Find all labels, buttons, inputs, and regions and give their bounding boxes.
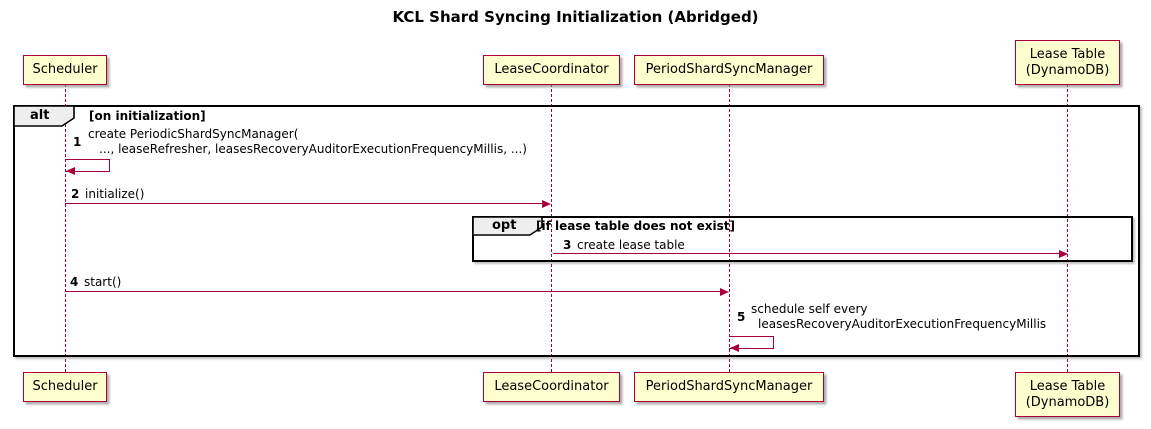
message-1-text-line2: ..., leaseRefresher, leasesRecoveryAudit… xyxy=(99,142,527,156)
opt-condition-label: [if lease table does not exist] xyxy=(536,219,736,233)
message-3-text: create lease table xyxy=(577,238,685,252)
message-2-arrowhead-icon xyxy=(542,199,551,208)
message-1-text-line1: create PeriodicShardSyncManager( xyxy=(88,127,299,141)
participant-period-shard-sync-manager-top: PeriodShardSyncManager xyxy=(634,55,824,85)
opt-frame-pentagon-icon xyxy=(472,216,543,240)
participant-lease-table-bottom: Lease Table (DynamoDB) xyxy=(1015,372,1120,417)
lifeline-lease-table xyxy=(1067,84,1068,372)
alt-frame: alt [on initialization] xyxy=(13,105,1140,357)
message-3-arrowhead-icon xyxy=(1059,249,1068,258)
message-5-self-arrow xyxy=(729,336,774,349)
alt-operator-label: alt xyxy=(30,108,50,123)
participant-lease-table-top: Lease Table (DynamoDB) xyxy=(1015,40,1120,85)
participant-period-shard-sync-manager-label: PeriodShardSyncManager xyxy=(645,62,813,77)
message-2-text: initialize() xyxy=(85,187,145,201)
message-4-arrowhead-icon xyxy=(720,287,729,296)
lifeline-scheduler xyxy=(65,84,66,372)
message-5-text-line1: schedule self every xyxy=(751,302,868,316)
participant-lease-coordinator-label: LeaseCoordinator xyxy=(494,62,609,77)
participant-lease-coordinator-top: LeaseCoordinator xyxy=(483,55,620,85)
message-3-number: 3 xyxy=(563,238,572,252)
message-2-number: 2 xyxy=(71,187,80,201)
participant-lease-table-label: Lease Table (DynamoDB) xyxy=(1025,378,1110,410)
participant-scheduler-top: Scheduler xyxy=(23,55,107,85)
participant-scheduler-label: Scheduler xyxy=(32,62,98,77)
participant-lease-coordinator-bottom: LeaseCoordinator xyxy=(483,372,620,402)
participant-period-shard-sync-manager-bottom: PeriodShardSyncManager xyxy=(634,372,824,402)
message-5-arrowhead-icon xyxy=(730,344,739,352)
opt-operator-label: opt xyxy=(492,218,517,233)
alt-condition-label: [on initialization] xyxy=(89,109,206,123)
participant-period-shard-sync-manager-label: PeriodShardSyncManager xyxy=(645,379,813,394)
message-1-self-arrow xyxy=(65,159,110,172)
participant-scheduler-bottom: Scheduler xyxy=(23,372,107,402)
message-1-arrowhead-icon xyxy=(66,167,75,175)
message-4-number: 4 xyxy=(70,275,79,289)
participant-scheduler-label: Scheduler xyxy=(32,379,98,394)
lifeline-lease-coordinator xyxy=(551,84,552,372)
participant-lease-coordinator-label: LeaseCoordinator xyxy=(494,379,609,394)
message-4-arrow xyxy=(65,291,721,292)
message-2-arrow xyxy=(65,203,543,204)
message-1-number: 1 xyxy=(73,135,82,149)
message-4-text: start() xyxy=(84,275,122,289)
message-3-arrow xyxy=(553,253,1059,254)
diagram-title: KCL Shard Syncing Initialization (Abridg… xyxy=(392,8,759,26)
message-5-text-line2: leasesRecoveryAuditorExecutionFrequencyM… xyxy=(758,317,1047,331)
alt-frame-pentagon-icon xyxy=(13,105,75,131)
lifeline-period-shard-sync-manager xyxy=(729,84,730,372)
opt-frame: opt [if lease table does not exist] xyxy=(472,216,1133,262)
participant-lease-table-label: Lease Table (DynamoDB) xyxy=(1025,46,1110,78)
message-5-number: 5 xyxy=(737,310,746,324)
